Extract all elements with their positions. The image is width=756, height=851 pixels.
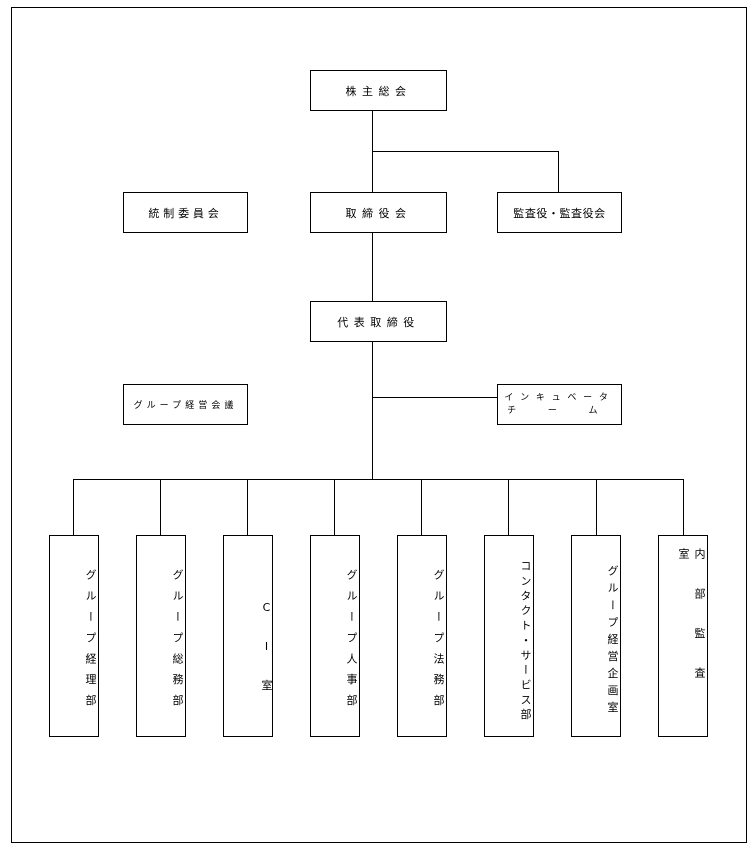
connector-dept-5 bbox=[421, 479, 422, 535]
control-committee-label: 統制委員会 bbox=[148, 206, 223, 220]
connector-dept-2 bbox=[160, 479, 161, 535]
dept-group-accounting-box: グループ経理部 bbox=[49, 535, 99, 737]
dept-contact-service-box: コンタクト・サービス部 bbox=[484, 535, 534, 737]
connector-dept-6 bbox=[508, 479, 509, 535]
dept-group-legal-label: グループ法務部 bbox=[432, 568, 445, 716]
connector-dept-3 bbox=[247, 479, 248, 535]
incubator-team-box: インキュベータ チ ー ム bbox=[497, 384, 622, 425]
connector-to-auditors-v bbox=[558, 151, 559, 192]
connector-to-auditors-h bbox=[372, 151, 559, 152]
group-meeting-label: グループ経営会議 bbox=[133, 401, 238, 411]
representative-director-box: 代表取締役 bbox=[310, 301, 447, 342]
dept-internal-audit-label: 内部監査室 bbox=[677, 548, 706, 707]
shareholders-meeting-box: 株主総会 bbox=[310, 70, 447, 111]
connector-to-incubator bbox=[372, 397, 497, 398]
dept-group-planning-box: グループ経営企画室 bbox=[571, 535, 621, 737]
connector-dept-4 bbox=[334, 479, 335, 535]
connector-dept-7 bbox=[596, 479, 597, 535]
incubator-label-line1: インキュベータ bbox=[504, 392, 615, 403]
connector-board-representative bbox=[372, 232, 373, 301]
board-of-directors-box: 取締役会 bbox=[310, 192, 447, 233]
dept-group-hr-box: グループ人事部 bbox=[310, 535, 360, 737]
dept-group-accounting-label: グループ経理部 bbox=[84, 568, 97, 716]
dept-group-general-affairs-box: グループ総務部 bbox=[136, 535, 186, 737]
diagram-frame bbox=[11, 7, 747, 843]
group-meeting-box: グループ経営会議 bbox=[123, 384, 248, 425]
connector-dept-1 bbox=[73, 479, 74, 535]
dept-group-planning-label: グループ経営企画室 bbox=[606, 565, 619, 719]
connector-dept-8 bbox=[683, 479, 684, 535]
dept-group-general-affairs-label: グループ総務部 bbox=[171, 568, 184, 716]
dept-internal-audit-box: 内部監査室 bbox=[658, 535, 708, 737]
control-committee-box: 統制委員会 bbox=[123, 192, 248, 233]
dept-group-hr-label: グループ人事部 bbox=[345, 568, 358, 716]
auditors-box: 監査役・監査役会 bbox=[497, 192, 622, 233]
shareholders-meeting-label: 株主総会 bbox=[345, 84, 412, 98]
connector-representative-branch bbox=[372, 341, 373, 480]
representative-director-label: 代表取締役 bbox=[337, 315, 420, 329]
board-of-directors-label: 取締役会 bbox=[345, 206, 412, 220]
connector-departments-bus bbox=[73, 479, 684, 480]
dept-contact-service-label: コンタクト・サービス部 bbox=[519, 560, 532, 724]
dept-group-legal-box: グループ法務部 bbox=[397, 535, 447, 737]
dept-ci-office-label: C I 室 bbox=[260, 601, 273, 697]
auditors-label: 監査役・監査役会 bbox=[513, 206, 606, 220]
incubator-label-line2: チ ー ム bbox=[507, 405, 612, 416]
dept-ci-office-box: C I 室 bbox=[223, 535, 273, 737]
